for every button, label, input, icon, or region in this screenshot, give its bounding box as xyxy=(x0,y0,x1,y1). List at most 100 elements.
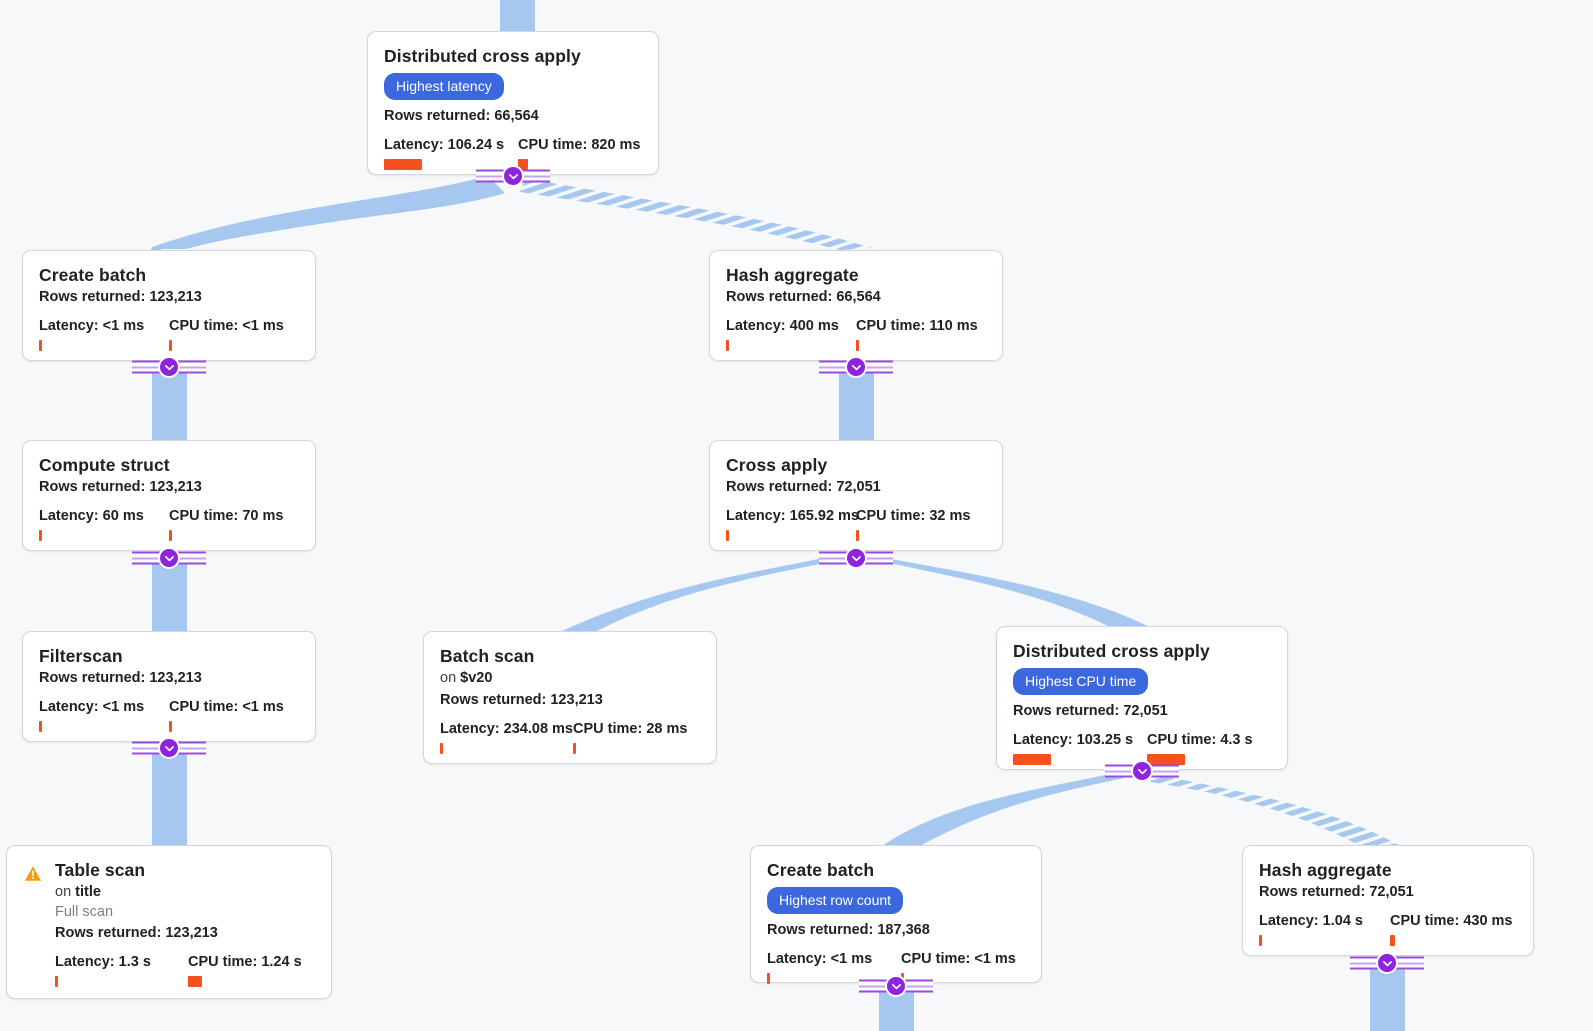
metrics-row: Latency: 234.08 ms CPU time: 28 ms xyxy=(440,720,700,754)
metrics-row: Latency: <1 ms CPU time: <1 ms xyxy=(767,951,1025,984)
latency-label: Latency: 60 ms xyxy=(39,508,144,524)
latency-metric: Latency: <1 ms xyxy=(767,951,901,984)
cpu-label: CPU time: <1 ms xyxy=(901,951,1016,967)
node-title: Distributed cross apply xyxy=(1013,641,1210,661)
node-title: Cross apply xyxy=(726,455,828,475)
edge-n1-n2 xyxy=(152,176,500,248)
cpu-metric: CPU time: 1.24 s xyxy=(188,954,302,988)
cpu-bar xyxy=(518,158,528,170)
cpu-metric: CPU time: 70 ms xyxy=(169,508,284,541)
plan-node-distributed-cross-apply-cpu[interactable]: Distributed cross apply Highest CPU time… xyxy=(996,626,1288,770)
expander-create-batch[interactable] xyxy=(132,356,206,378)
expander-distributed-cross-apply-root[interactable] xyxy=(476,165,550,187)
chevron-down-icon[interactable] xyxy=(502,165,524,187)
latency-label: Latency: 1.04 s xyxy=(1259,913,1363,929)
rows-returned: Rows returned: 66,564 xyxy=(726,289,881,305)
latency-metric: Latency: 106.24 s xyxy=(384,137,518,170)
rows-returned: Rows returned: 123,213 xyxy=(55,925,218,942)
latency-bar xyxy=(39,529,42,541)
chevron-down-icon[interactable] xyxy=(885,975,907,997)
node-title: Filterscan xyxy=(39,646,123,666)
cpu-metric: CPU time: 110 ms xyxy=(856,318,978,351)
latency-bar xyxy=(440,742,443,754)
latency-bar xyxy=(1259,934,1262,946)
plan-node-cross-apply[interactable]: Cross apply Rows returned: 72,051 Latenc… xyxy=(709,440,1003,551)
latency-label: Latency: <1 ms xyxy=(39,699,145,715)
node-title: Create batch xyxy=(767,860,875,880)
expander-compute-struct[interactable] xyxy=(132,547,206,569)
expander-cross-apply[interactable] xyxy=(819,547,893,569)
latency-label: Latency: 103.25 s xyxy=(1013,732,1134,748)
expander-filterscan[interactable] xyxy=(132,737,206,759)
latency-metric: Latency: 400 ms xyxy=(726,318,856,351)
chevron-down-icon[interactable] xyxy=(1131,760,1153,782)
cpu-label: CPU time: 70 ms xyxy=(169,508,284,524)
plan-node-filterscan[interactable]: Filterscan Rows returned: 123,213 Latenc… xyxy=(22,631,316,742)
metrics-row: Latency: 106.24 s CPU time: 820 ms xyxy=(384,137,642,170)
node-title: Table scan xyxy=(55,860,146,880)
latency-metric: Latency: <1 ms xyxy=(39,699,169,732)
latency-label: Latency: 106.24 s xyxy=(384,137,505,153)
node-title: Create batch xyxy=(39,265,147,285)
cpu-bar xyxy=(169,339,172,351)
edge-n5-n7 xyxy=(560,556,838,632)
edge-n8-n11 xyxy=(1150,774,1400,846)
scan-target: on title xyxy=(55,884,101,900)
cpu-metric: CPU time: 28 ms xyxy=(573,720,688,754)
cpu-label: CPU time: <1 ms xyxy=(169,318,284,334)
rows-returned: Rows returned: 187,368 xyxy=(767,922,930,938)
status-badge-highest-cpu-time: Highest CPU time xyxy=(1013,668,1149,695)
cpu-metric: CPU time: 430 ms xyxy=(1390,913,1513,946)
cpu-bar xyxy=(856,339,859,351)
cpu-label: CPU time: 28 ms xyxy=(573,720,688,737)
latency-label: Latency: <1 ms xyxy=(767,951,873,967)
latency-bar xyxy=(39,720,42,732)
edge-n6-n9 xyxy=(152,748,187,846)
chevron-down-icon[interactable] xyxy=(158,737,180,759)
chevron-down-icon[interactable] xyxy=(158,547,180,569)
latency-metric: Latency: 1.04 s xyxy=(1259,913,1390,946)
metrics-row: Latency: 1.04 s CPU time: 430 ms xyxy=(1259,913,1517,946)
metrics-row: Latency: 400 ms CPU time: 110 ms xyxy=(726,318,986,351)
cpu-label: CPU time: 32 ms xyxy=(856,508,971,524)
expander-create-batch-highest-rows[interactable] xyxy=(859,975,933,997)
latency-metric: Latency: 165.92 ms xyxy=(726,508,859,541)
latency-label: Latency: 400 ms xyxy=(726,318,839,334)
cpu-metric: CPU time: 820 ms xyxy=(518,137,641,170)
node-title: Hash aggregate xyxy=(726,265,859,285)
latency-bar xyxy=(1013,753,1051,765)
cpu-label: CPU time: <1 ms xyxy=(169,699,284,715)
plan-node-create-batch-highest-rows[interactable]: Create batch Highest row count Rows retu… xyxy=(750,845,1042,984)
rows-returned: Rows returned: 123,213 xyxy=(440,691,603,708)
rows-returned: Rows returned: 66,564 xyxy=(384,108,539,124)
latency-bar xyxy=(39,339,42,351)
plan-node-hash-aggregate[interactable]: Hash aggregate Rows returned: 66,564 Lat… xyxy=(709,250,1003,361)
metrics-row: Latency: 1.3 s CPU time: 1.24 s xyxy=(55,954,315,988)
chevron-down-icon[interactable] xyxy=(845,547,867,569)
edge-n5-n8 xyxy=(874,556,1160,632)
latency-bar xyxy=(384,158,422,170)
expander-hash-aggregate[interactable] xyxy=(819,356,893,378)
rows-returned: Rows returned: 123,213 xyxy=(39,289,202,305)
expander-hash-aggregate-2[interactable] xyxy=(1350,952,1424,974)
latency-metric: Latency: 60 ms xyxy=(39,508,169,541)
edge-n1-n2-body xyxy=(151,176,500,252)
expander-distributed-cross-apply-cpu[interactable] xyxy=(1105,760,1179,782)
plan-node-create-batch[interactable]: Create batch Rows returned: 123,213 Late… xyxy=(22,250,316,361)
cpu-label: CPU time: 110 ms xyxy=(856,318,978,334)
cpu-bar xyxy=(1147,753,1185,765)
chevron-down-icon[interactable] xyxy=(158,356,180,378)
node-title: Batch scan xyxy=(440,646,535,666)
plan-node-table-scan[interactable]: Table scan on title Full scan Rows retur… xyxy=(6,845,332,999)
plan-node-distributed-cross-apply-root[interactable]: Distributed cross apply Highest latency … xyxy=(367,31,659,175)
latency-label: Latency: <1 ms xyxy=(39,318,145,334)
chevron-down-icon[interactable] xyxy=(1376,952,1398,974)
edge-n2-n4 xyxy=(152,367,187,441)
plan-node-batch-scan[interactable]: Batch scan on $v20 Rows returned: 123,21… xyxy=(423,631,717,764)
edge-n3-n5 xyxy=(839,367,874,441)
plan-node-compute-struct[interactable]: Compute struct Rows returned: 123,213 La… xyxy=(22,440,316,551)
plan-node-hash-aggregate-2[interactable]: Hash aggregate Rows returned: 72,051 Lat… xyxy=(1242,845,1534,956)
chevron-down-icon[interactable] xyxy=(845,356,867,378)
latency-metric: Latency: <1 ms xyxy=(39,318,169,351)
